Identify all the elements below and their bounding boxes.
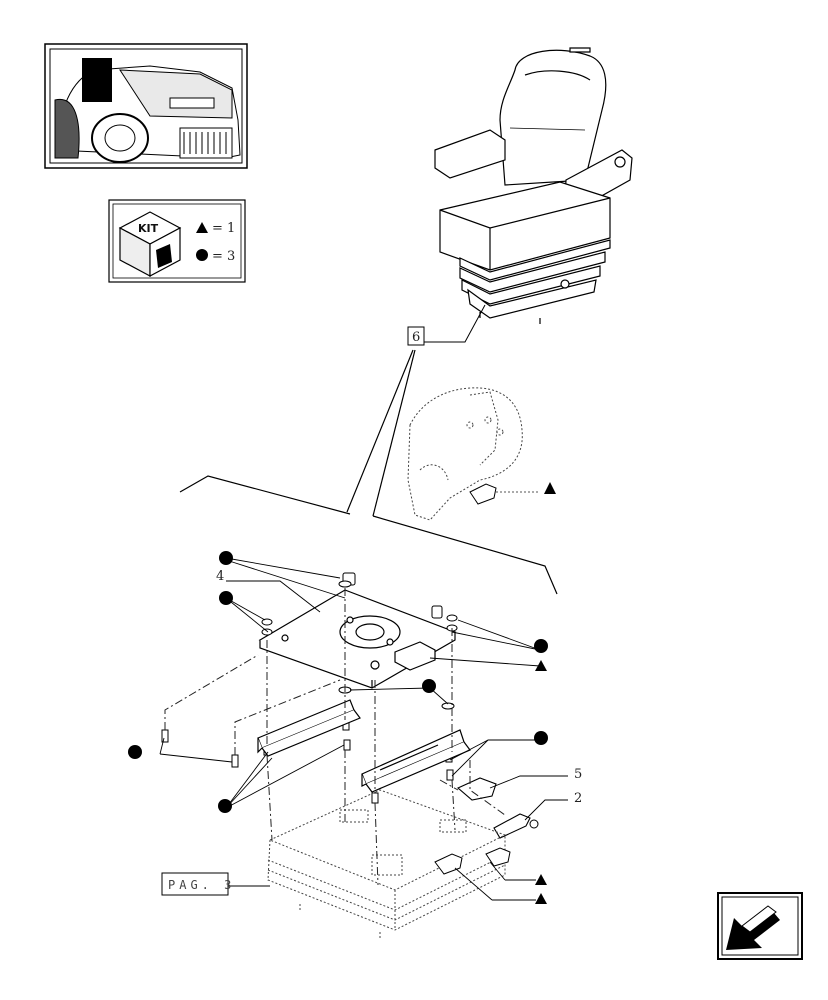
slide-rails [257,699,471,793]
highlighted-seat-area [82,58,112,102]
page-ref-box [161,872,229,896]
triangle-marker [535,874,547,885]
circle-markers [128,551,548,813]
circle-marker [534,639,548,653]
callout-label-2: 2 [574,791,582,806]
callout-label-5: 5 [574,767,582,782]
seat-base [267,789,507,940]
kit-label: KIT [138,222,159,235]
callout-label-4: 4 [216,569,224,584]
bracket-parts [456,777,531,839]
triangle-markers [535,660,547,904]
leader-lines [159,557,568,901]
circle-icon [196,249,208,261]
tractor-thumbnail [44,43,248,169]
base-lever-left [434,853,463,875]
kit-legend: KIT = 1 = 3 [108,199,246,283]
seat-detail-inset [407,387,523,521]
base-lever-right [485,847,511,867]
circle-marker [422,679,436,693]
lever-part [469,483,497,505]
kit-triangle-count: = 1 [212,221,235,236]
kit-box-icon [118,211,182,277]
callout-leader-6 [424,304,486,343]
triangle-marker [535,893,547,904]
arrow-down-left-icon [726,905,780,950]
triangle-marker [535,660,547,671]
callout-box-6 [407,326,425,346]
triangle-marker [544,482,556,494]
kit-circle-count: = 3 [212,249,235,264]
seat-illustration [434,47,633,324]
circle-marker [219,591,233,605]
next-page-button[interactable] [717,892,803,960]
triangle-icon [196,222,208,233]
circle-marker [534,731,548,745]
circle-marker [218,799,232,813]
expansion-lines [179,349,558,595]
mounting-plate [258,589,457,689]
callout-label-6: 6 [412,330,420,345]
circle-marker [128,745,142,759]
circle-marker [219,551,233,565]
assembly-lines [164,588,506,886]
page-ref-label[interactable]: PAG. 3 [168,878,235,892]
